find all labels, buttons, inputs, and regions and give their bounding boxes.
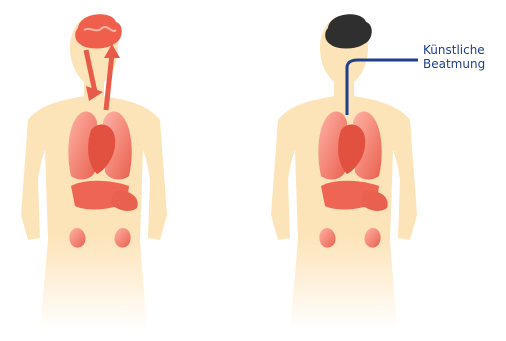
figure-right bbox=[271, 14, 418, 330]
figure-left bbox=[21, 14, 167, 330]
annotation-label-line-1: Künstliche bbox=[423, 44, 485, 57]
annotation-label-line-2: Beatmung bbox=[423, 58, 485, 71]
